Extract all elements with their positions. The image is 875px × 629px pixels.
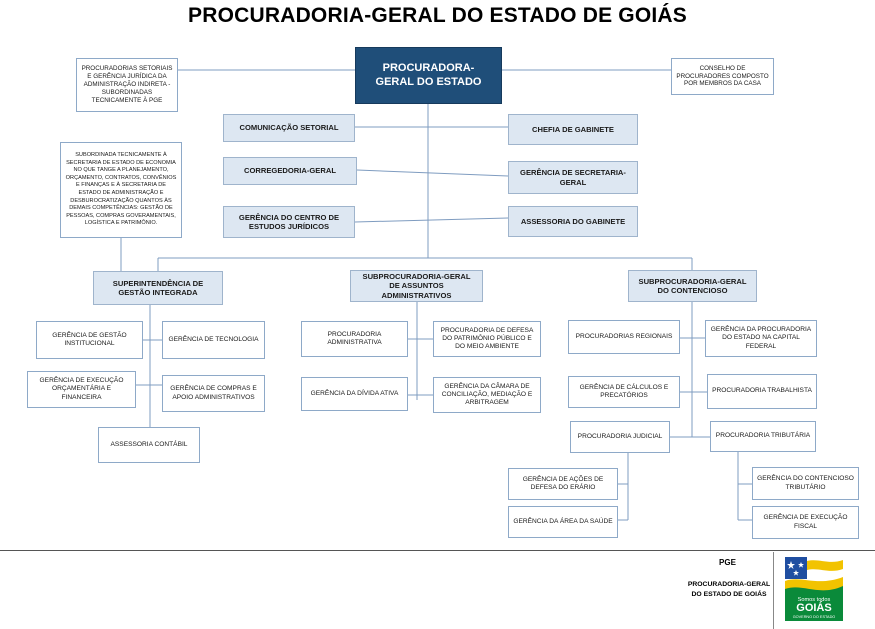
- node-contencioso-tributario: GERÊNCIA DO CONTENCIOSO TRIBUTÁRIO: [752, 467, 859, 500]
- node-tecnologia: GERÊNCIA DE TECNOLOGIA: [162, 321, 265, 359]
- node-divida-ativa: GERÊNCIA DA DÍVIDA ATIVA: [301, 377, 408, 411]
- logo-slogan: Somos todos: [798, 597, 831, 603]
- footer-divider: [0, 550, 875, 551]
- node-assessoria-contabil: ASSESSORIA CONTÁBIL: [98, 427, 200, 463]
- node-capital-federal: GERÊNCIA DA PROCURADORIA DO ESTADO NA CA…: [705, 320, 817, 357]
- node-gestao-institucional: GERÊNCIA DE GESTÃO INSTITUCIONAL: [36, 321, 143, 359]
- node-chefia-de-gabinete: CHEFIA DE GABINETE: [508, 114, 638, 145]
- node-camara-conciliacao: GERÊNCIA DA CÂMARA DE CONCILIAÇÃO, MEDIA…: [433, 377, 541, 413]
- node-execucao-fiscal: GERÊNCIA DE EXECUÇÃO FISCAL: [752, 506, 859, 539]
- node-defesa-patrimonio: PROCURADORIA DE DEFESA DO PATRIMÔNIO PÚB…: [433, 321, 541, 357]
- footer-pge-name: PROCURADORIA-GERAL DO ESTADO DE GOIÁS: [687, 581, 771, 598]
- node-centro-estudos-juridicos: GERÊNCIA DO CENTRO DE ESTUDOS JURÍDICOS: [223, 206, 355, 238]
- node-procuradoria-judicial: PROCURADORIA JUDICIAL: [570, 421, 670, 453]
- logo-word: GOIÁS: [796, 601, 831, 614]
- node-procuradorias-regionais: PROCURADORIAS REGIONAIS: [568, 320, 680, 354]
- node-execucao-orcamentaria: GERÊNCIA DE EXECUÇÃO ORÇAMENTÁRIA E FINA…: [27, 371, 136, 408]
- node-assessoria-do-gabinete: ASSESSORIA DO GABINETE: [508, 206, 638, 237]
- node-procuradoria-tributaria: PROCURADORIA TRIBUTÁRIA: [710, 421, 816, 452]
- root-node-procuradora-geral: PROCURADORA-GERAL DO ESTADO: [355, 47, 502, 104]
- branch-subprocuradoria-contencioso: SUBPROCURADORIA-GERAL DO CONTENCIOSO: [628, 270, 757, 302]
- org-chart-connectors: [120, 69, 752, 521]
- node-procuradoria-administrativa: PROCURADORIA ADMINISTRATIVA: [301, 321, 408, 357]
- goias-government-logo: Somos todos GOIÁS GOVERNO DO ESTADO: [785, 557, 843, 621]
- node-secretaria-geral: GERÊNCIA DE SECRETARIA-GERAL: [508, 161, 638, 194]
- node-compras-apoio: GERÊNCIA DE COMPRAS E APOIO ADMINISTRATI…: [162, 375, 265, 412]
- page-title: PROCURADORIA-GERAL DO ESTADO DE GOIÁS: [188, 4, 687, 27]
- node-area-da-saude: GERÊNCIA DA ÁREA DA SAÚDE: [508, 506, 618, 538]
- note-procuradorias-setoriais: PROCURADORIAS SETORIAIS E GERÊNCIA JURÍD…: [76, 58, 178, 112]
- node-calculos-precatorios: GERÊNCIA DE CÁLCULOS E PRECATÓRIOS: [568, 376, 680, 408]
- note-conselho-de-procuradores: CONSELHO DE PROCURADORES COMPOSTO POR ME…: [671, 58, 774, 95]
- note-sgi-subordinacao: SUBORDINADA TECNICAMENTE À SECRETARIA DE…: [60, 142, 182, 238]
- node-defesa-do-erario: GERÊNCIA DE AÇÕES DE DEFESA DO ERÁRIO: [508, 468, 618, 500]
- footer-pge-abbr: PGE: [719, 558, 736, 567]
- footer-vertical-divider: [773, 552, 774, 629]
- node-comunicacao-setorial: COMUNICAÇÃO SETORIAL: [223, 114, 355, 142]
- node-corregedoria-geral: CORREGEDORIA-GERAL: [223, 157, 357, 185]
- branch-subprocuradoria-assuntos-administrativos: SUBPROCURADORIA-GERAL DE ASSUNTOS ADMINI…: [350, 270, 483, 302]
- node-procuradoria-trabalhista: PROCURADORIA TRABALHISTA: [707, 374, 817, 409]
- logo-tagline: GOVERNO DO ESTADO: [793, 615, 836, 619]
- branch-superintendencia-gestao-integrada: SUPERINTENDÊNCIA DE GESTÃO INTEGRADA: [93, 271, 223, 305]
